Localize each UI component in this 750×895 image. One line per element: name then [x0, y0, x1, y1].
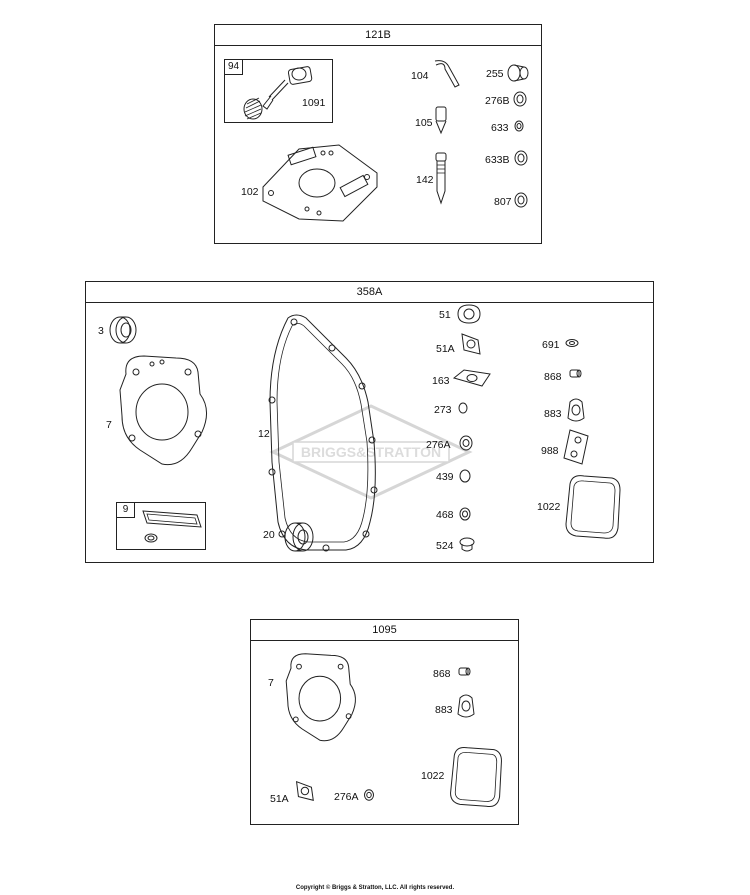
copyright-notice: Copyright © Briggs & Stratton, LLC. All …: [295, 885, 455, 891]
subkit-tag: 9: [117, 503, 135, 518]
kit-358a: 358A BRIGGS&STRATTON 3 7 9 12 20: [85, 281, 654, 563]
part-524-plug: [458, 536, 476, 554]
part-label-633: 633: [491, 122, 509, 134]
part-label-276b: 276B: [485, 95, 510, 107]
part-883-gasket: [566, 396, 586, 424]
part-51a-gasket: [456, 330, 484, 358]
part-633-ring: [513, 120, 525, 132]
part-20-seal: [282, 520, 316, 554]
part-label-51: 51: [439, 309, 451, 321]
part-633b-washer: [513, 150, 529, 166]
subkit-94: 94 1091: [224, 59, 333, 123]
part-3-seal: [108, 314, 138, 346]
part-label-468: 468: [436, 509, 454, 521]
part-51-gasket: [454, 302, 484, 326]
part-102-gasket: [259, 143, 383, 223]
part-163-gasket: [452, 368, 492, 388]
part-104-clip: [433, 61, 461, 91]
part-label-524: 524: [436, 540, 454, 552]
part-468-ring: [458, 506, 472, 522]
part-label-883: 883: [544, 408, 562, 420]
part-label-20: 20: [263, 529, 275, 541]
part-label-807: 807: [494, 196, 512, 208]
part-807-washer: [513, 192, 529, 208]
part-label-7: 7: [268, 677, 274, 689]
part-label-104: 104: [411, 70, 429, 82]
brand-watermark: BRIGGS&STRATTON: [269, 404, 473, 500]
carburetor-needle-part: [233, 64, 328, 120]
part-276a-seal: [458, 434, 474, 452]
part-label-12: 12: [258, 428, 270, 440]
part-255-bushing: [507, 63, 529, 83]
part-7-head-gasket: [283, 644, 363, 750]
part-12-crankcase-gasket: [266, 312, 396, 552]
part-label-163: 163: [432, 375, 450, 387]
part-276a-seal: [363, 788, 375, 802]
part-label-51a: 51A: [436, 343, 455, 355]
kit-title: 358A: [86, 282, 653, 303]
part-1022-cover-gasket: [564, 472, 622, 542]
kit-121b: 121B 94 1091 104 255 276B 105 633 102: [214, 24, 542, 244]
part-label-1022: 1022: [537, 501, 561, 513]
kit-title: 121B: [215, 25, 541, 46]
part-label-3: 3: [98, 325, 104, 337]
part-label-439: 439: [436, 471, 454, 483]
part-label-51a: 51A: [270, 793, 289, 805]
subkit-tag: 94: [225, 60, 243, 75]
part-label-105: 105: [415, 117, 433, 129]
part-label-883: 883: [435, 704, 453, 716]
part-439-ring: [458, 468, 472, 484]
part-label-102: 102: [241, 186, 259, 198]
part-label-142: 142: [416, 174, 434, 186]
part-label-1091: 1091: [302, 97, 326, 109]
part-label-7: 7: [106, 419, 112, 431]
part-label-255: 255: [486, 68, 504, 80]
part-label-276a: 276A: [334, 791, 359, 803]
kit-1095: 1095 7 868 883 1022 51A 276A: [250, 619, 519, 825]
part-label-276a: 276A: [426, 439, 451, 451]
part-51a-gasket: [291, 776, 317, 806]
part-7-head-gasket: [116, 350, 216, 470]
part-105-needle: [433, 105, 449, 135]
part-label-1022: 1022: [421, 770, 445, 782]
kit-title: 1095: [251, 620, 518, 641]
part-label-988: 988: [541, 445, 559, 457]
part-label-633b: 633B: [485, 154, 510, 166]
part-276b-washer: [512, 91, 528, 107]
part-1022-cover-gasket: [447, 744, 505, 810]
part-273-ring: [457, 402, 469, 414]
part-9-gasket-set: [137, 505, 203, 547]
part-988-gasket: [562, 428, 590, 466]
subkit-9: 9: [116, 502, 206, 550]
part-label-273: 273: [434, 404, 452, 416]
part-868-plug: [568, 367, 582, 379]
part-label-691: 691: [542, 339, 560, 351]
part-691-washer: [564, 338, 580, 348]
part-868-plug: [457, 665, 471, 677]
part-883-gasket: [456, 692, 476, 720]
part-142-pin: [434, 151, 448, 207]
watermark-text: BRIGGS&STRATTON: [301, 444, 441, 460]
part-label-868: 868: [433, 668, 451, 680]
part-label-868: 868: [544, 371, 562, 383]
